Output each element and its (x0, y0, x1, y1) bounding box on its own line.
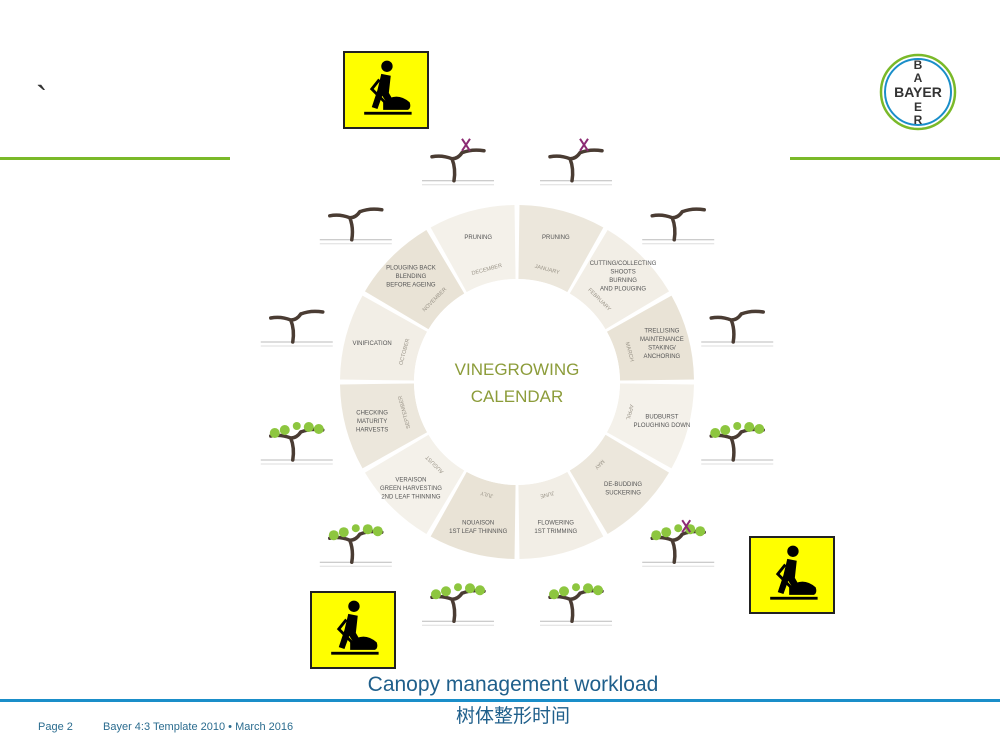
calendar-sector (364, 434, 465, 535)
task-label: 2ND LEAF THINNING (381, 495, 441, 501)
logo-letter: B (914, 58, 923, 72)
task-label: PRUNING (542, 235, 570, 241)
vine-icon (421, 138, 494, 186)
calendar-sector (364, 229, 465, 330)
calendar-sector (430, 471, 516, 559)
task-label: VERAISON (395, 478, 426, 484)
vine-icon (319, 207, 392, 245)
logo-letter: A (914, 71, 923, 85)
vine-icon (642, 519, 715, 567)
task-label: BEFORE AGEING (386, 282, 436, 288)
calendar-sector (569, 229, 670, 330)
calendar-sector (606, 383, 694, 469)
task-label: PRUNING (464, 235, 492, 241)
calendar-sector (340, 383, 428, 469)
vine-icon (260, 309, 333, 347)
task-label: STAKING/ (648, 345, 676, 351)
footer-template-info: Bayer 4:3 Template 2010 • March 2016 (103, 721, 294, 733)
task-label: MAINTENANCE (640, 337, 684, 343)
calendar-sector (518, 205, 604, 293)
task-label: PLOUGING BACK (386, 265, 436, 271)
task-label: TRELLISING (644, 328, 679, 334)
vine-icon (260, 422, 333, 465)
month-label: JULY (480, 489, 494, 498)
task-label: ANCHORING (644, 354, 681, 360)
task-label: 1ST TRIMMING (534, 529, 577, 535)
vine-icon (540, 583, 613, 626)
task-label: BLENDING (396, 274, 427, 280)
task-label: SHOOTS (610, 270, 635, 276)
task-label: SUCKERING (605, 490, 641, 496)
slide-title: ` (36, 80, 48, 118)
calendar-sector (569, 434, 670, 535)
footer-page-number: Page 2 (38, 721, 73, 733)
vine-icon (540, 138, 613, 186)
task-label: FLOWERING (538, 521, 575, 527)
vine-icon (701, 422, 774, 465)
header-rule-right (790, 157, 1000, 160)
worker-digging-icon (310, 591, 396, 669)
task-label: MATURITY (357, 419, 387, 425)
vine-icon (642, 207, 715, 245)
worker-digging-icon (749, 536, 835, 614)
task-label: BURNING (609, 278, 637, 284)
task-label: AND PLOUGING (600, 287, 646, 293)
task-label: NOUAISON (462, 521, 494, 527)
task-label: CUTTING/COLLECTING (590, 261, 657, 267)
task-label: PLOUGHING DOWN (634, 423, 691, 429)
month-label: MARCH (624, 341, 635, 362)
task-label: CHECKING (356, 410, 388, 416)
month-label: APRIL (624, 404, 634, 421)
vine-icon (319, 524, 392, 567)
caption-chinese: 树体整形时间 (455, 705, 570, 727)
calendar-sector (340, 295, 428, 381)
task-label: DE-BUDDING (604, 482, 642, 488)
logo-word: BAYER (894, 84, 942, 100)
task-label: 1ST LEAF THINNING (449, 529, 507, 535)
worker-digging-icon (343, 51, 429, 129)
caption-english: Canopy management workload (367, 673, 659, 696)
calendar-title-line1: VINEGROWING (455, 360, 580, 379)
calendar-sector (518, 471, 604, 559)
task-label: GREEN HARVESTING (380, 486, 442, 492)
calendar-sector (430, 205, 516, 293)
logo-letter: E (914, 100, 922, 114)
footer-rule (0, 699, 1000, 702)
header-rule-left (0, 157, 230, 160)
bayer-cross-icon: B A BAYER E R (878, 52, 958, 132)
calendar-wheel: VINEGROWING CALENDAR JANUARYFEBRUARYMARC… (260, 138, 774, 626)
month-label: JUNE (539, 489, 555, 499)
vine-icon (421, 583, 494, 626)
calendar-title-line2: CALENDAR (471, 387, 564, 406)
task-label: BUDBURST (645, 415, 678, 421)
task-label: VINIFICATION (352, 341, 391, 347)
logo-letter: R (914, 113, 923, 127)
vine-icon (701, 309, 774, 347)
calendar-sector (606, 295, 694, 381)
task-label: HARVESTS (356, 427, 388, 433)
